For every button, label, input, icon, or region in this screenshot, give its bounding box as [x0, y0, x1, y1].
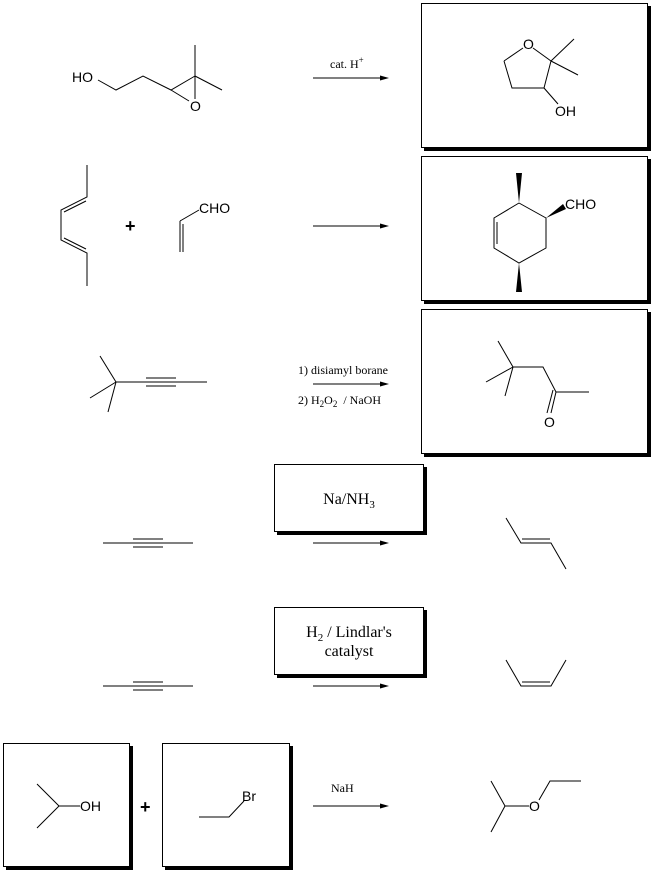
reaction-2: + CHO CHO [60, 156, 651, 304]
reactant-isopropanol-box: OH [3, 743, 133, 870]
reagent-line-2: catalyst [325, 643, 374, 660]
reactant-hexadiene [60, 165, 88, 286]
reaction-arrow [313, 803, 389, 809]
reaction-4: Na/NH3 [103, 464, 567, 570]
reagent-label: cat. H+ [330, 55, 364, 71]
reaction-arrow [313, 223, 389, 229]
atom-label-ho: HO [72, 69, 93, 85]
product-box: O [421, 309, 651, 457]
product-box: CHO [421, 156, 651, 304]
reactant-bromoethane-box: Br [162, 743, 293, 870]
atom-label-cho: CHO [565, 196, 596, 212]
reactant-alkyne [89, 355, 207, 413]
reaction-3: 1) disiamyl borane 2) H2O2 / NaOH O [89, 309, 651, 457]
reaction-arrow [313, 683, 389, 689]
reagent-box: H2 / Lindlar's catalyst [274, 607, 427, 678]
product-trans-2-butene [505, 517, 567, 570]
plus-sign: + [125, 216, 136, 236]
reagent-step-1: 1) disiamyl borane [298, 363, 388, 377]
atom-label-oh: OH [555, 103, 576, 119]
reaction-arrow [313, 381, 389, 387]
reactant-2-butyne [103, 681, 193, 691]
plus-sign: + [140, 797, 151, 817]
reagent-label: NaH [331, 781, 354, 795]
reagent-label: Na/NH3 [323, 491, 375, 511]
atom-label-oh: OH [80, 798, 101, 814]
reactant-acrolein: CHO [179, 200, 230, 252]
reagent-line-1: H2 / Lindlar's [306, 624, 392, 644]
reaction-arrow [313, 75, 389, 81]
reactant-epoxy-alcohol: HO O [72, 45, 223, 114]
atom-label-o: O [544, 414, 555, 430]
reaction-arrow [313, 540, 389, 546]
reagent-step-2: 2) H2O2 / NaOH [298, 393, 381, 409]
reaction-1: HO O cat. H+ O OH [72, 3, 651, 151]
atom-label-o: O [529, 798, 540, 814]
reaction-5: H2 / Lindlar's catalyst [103, 607, 567, 691]
product-box: O OH [421, 3, 651, 151]
product-ethyl-isopropyl-ether: O [490, 780, 581, 833]
reaction-6: OH + Br NaH O [3, 743, 581, 870]
reagent-box: Na/NH3 [274, 464, 427, 535]
atom-label-o: O [523, 36, 534, 52]
atom-label-o: O [190, 98, 201, 114]
atom-label-cho: CHO [199, 200, 230, 216]
reactant-2-butyne [103, 538, 193, 548]
product-cis-2-butene [505, 659, 567, 687]
atom-label-br: Br [242, 788, 256, 804]
